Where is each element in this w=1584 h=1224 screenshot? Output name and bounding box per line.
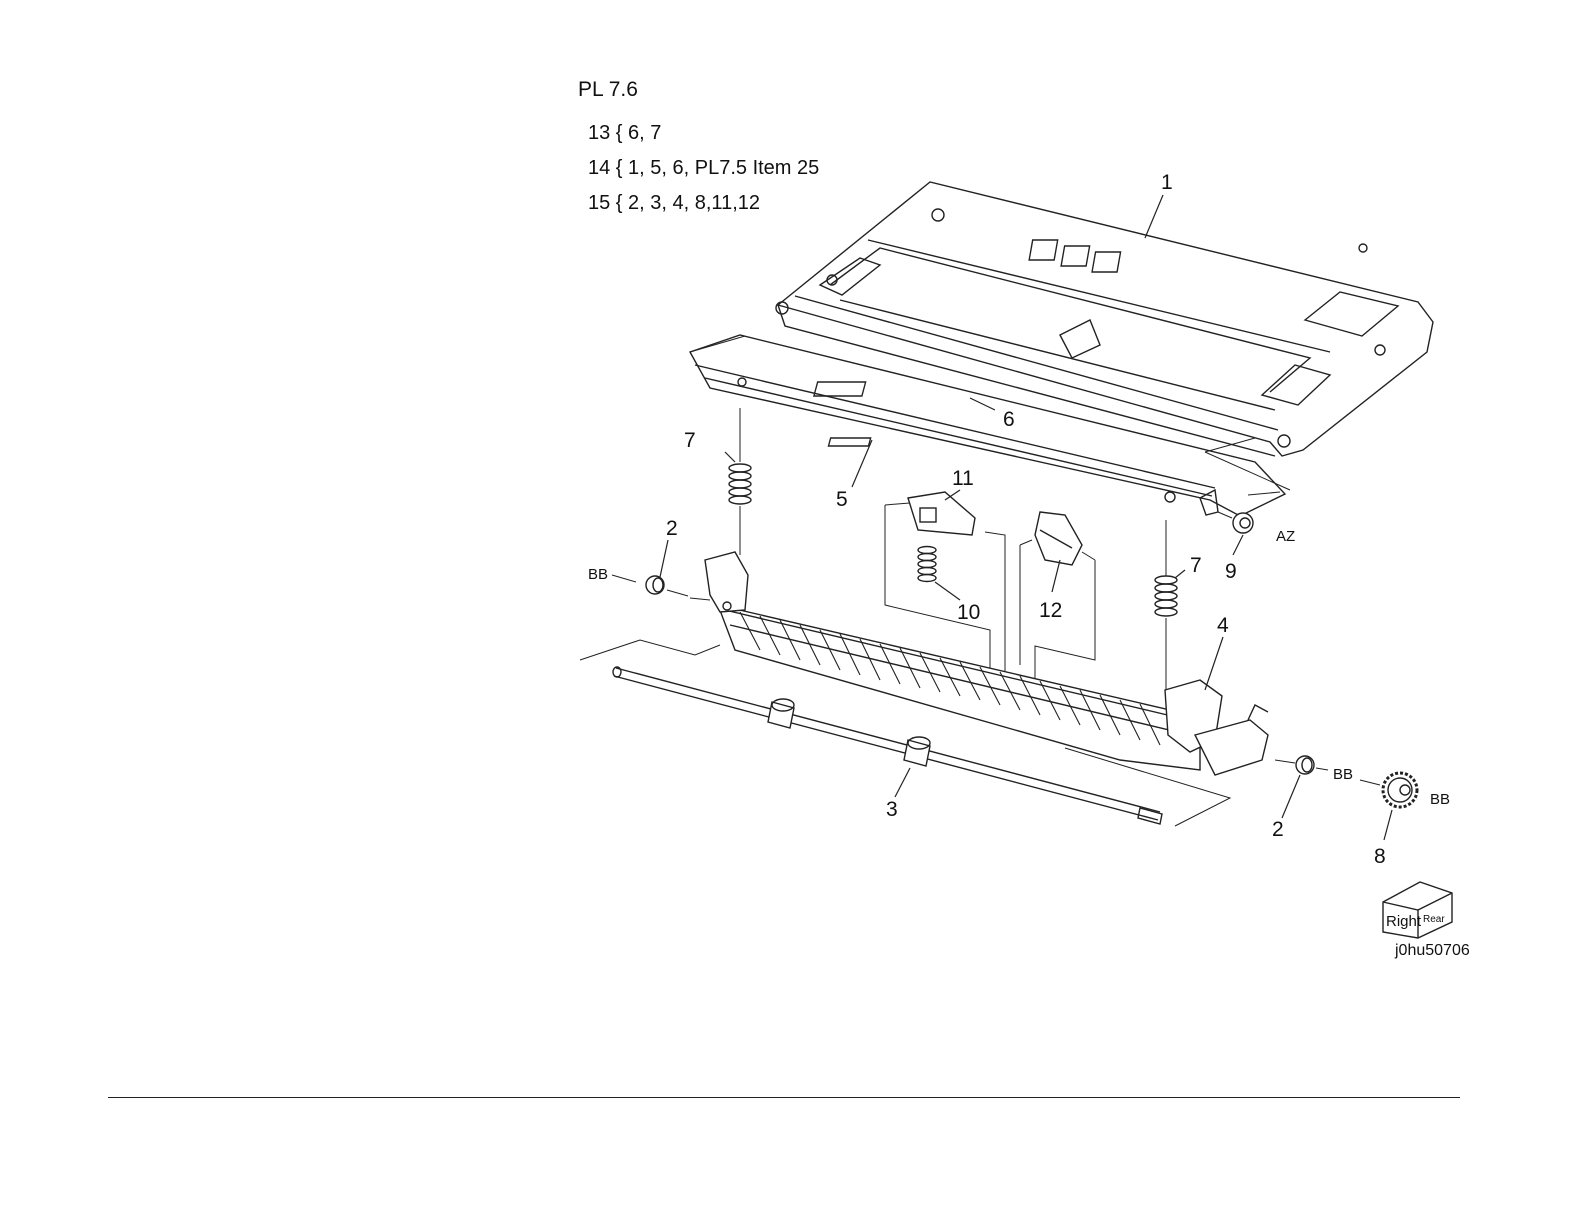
callout-2-right: 2 [1272,818,1284,841]
part-12-actuator [1035,512,1082,565]
tag-bb-middle: BB [1333,766,1353,783]
callout-1: 1 [1161,171,1173,194]
callout-7-left: 7 [684,429,696,452]
callout-5: 5 [836,488,848,511]
callout-7-right: 7 [1190,554,1202,577]
tag-az: AZ [1276,528,1295,545]
callout-6: 6 [1003,408,1015,431]
callout-9: 9 [1225,560,1237,583]
figure-id: j0hu50706 [1395,942,1470,960]
part-2-bearing-left [646,576,664,594]
footer-rule [108,1097,1460,1098]
callout-11: 11 [952,467,974,490]
part-2-bearing-right [1296,756,1314,774]
part-7-spring-right [1155,576,1177,616]
callout-4: 4 [1217,614,1229,637]
callout-8: 8 [1374,845,1386,868]
part-7-spring-left [729,464,751,504]
orientation-rear-label: Rear [1423,914,1445,925]
part-4-guide-assembly [705,552,1268,775]
part-11-actuator [908,492,975,535]
part-10-spring [918,547,936,582]
callout-10: 10 [957,601,980,624]
tag-bb-gear: BB [1430,791,1450,808]
tag-bb-left: BB [588,566,608,583]
callout-3: 3 [886,798,898,821]
orientation-right-label: Right [1386,913,1422,930]
part-9-bearing [1233,513,1253,533]
part-8-gear [1383,773,1417,807]
callout-2-left: 2 [666,517,678,540]
callout-12: 12 [1039,599,1062,622]
